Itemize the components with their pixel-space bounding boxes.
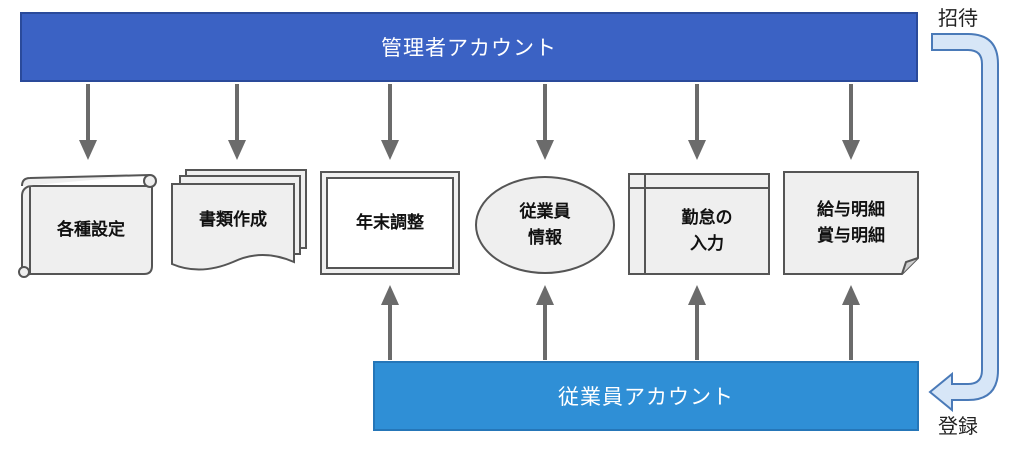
admin-account-bar: 管理者アカウント [20, 12, 918, 82]
settings-node: 各種設定 [57, 220, 125, 240]
employee-up-arrows [381, 285, 860, 360]
attendance-window-shape [628, 173, 770, 275]
register-label: 登録 [938, 414, 978, 438]
admin-down-arrows [79, 84, 860, 160]
year-end-frame-shape [320, 171, 460, 275]
payslip-node: 給与明細 賞与明細 [817, 200, 885, 246]
employee-info-node: 従業員 情報 [519, 202, 571, 248]
employee-account-bar: 従業員アカウント [373, 361, 919, 431]
invite-register-arrow [928, 33, 999, 413]
admin-account-label: 管理者アカウント [381, 36, 557, 60]
employee-info-ellipse [475, 176, 615, 274]
payslip-document-shape [783, 171, 919, 275]
invite-label: 招待 [938, 6, 978, 30]
employee-account-label: 従業員アカウント [558, 385, 734, 409]
year-end-node: 年末調整 [356, 213, 424, 233]
settings-scroll-shape [18, 174, 157, 278]
attendance-node: 勤怠の 入力 [681, 208, 733, 254]
documents-stack-shape [171, 169, 307, 271]
documents-node: 書類作成 [199, 210, 267, 230]
